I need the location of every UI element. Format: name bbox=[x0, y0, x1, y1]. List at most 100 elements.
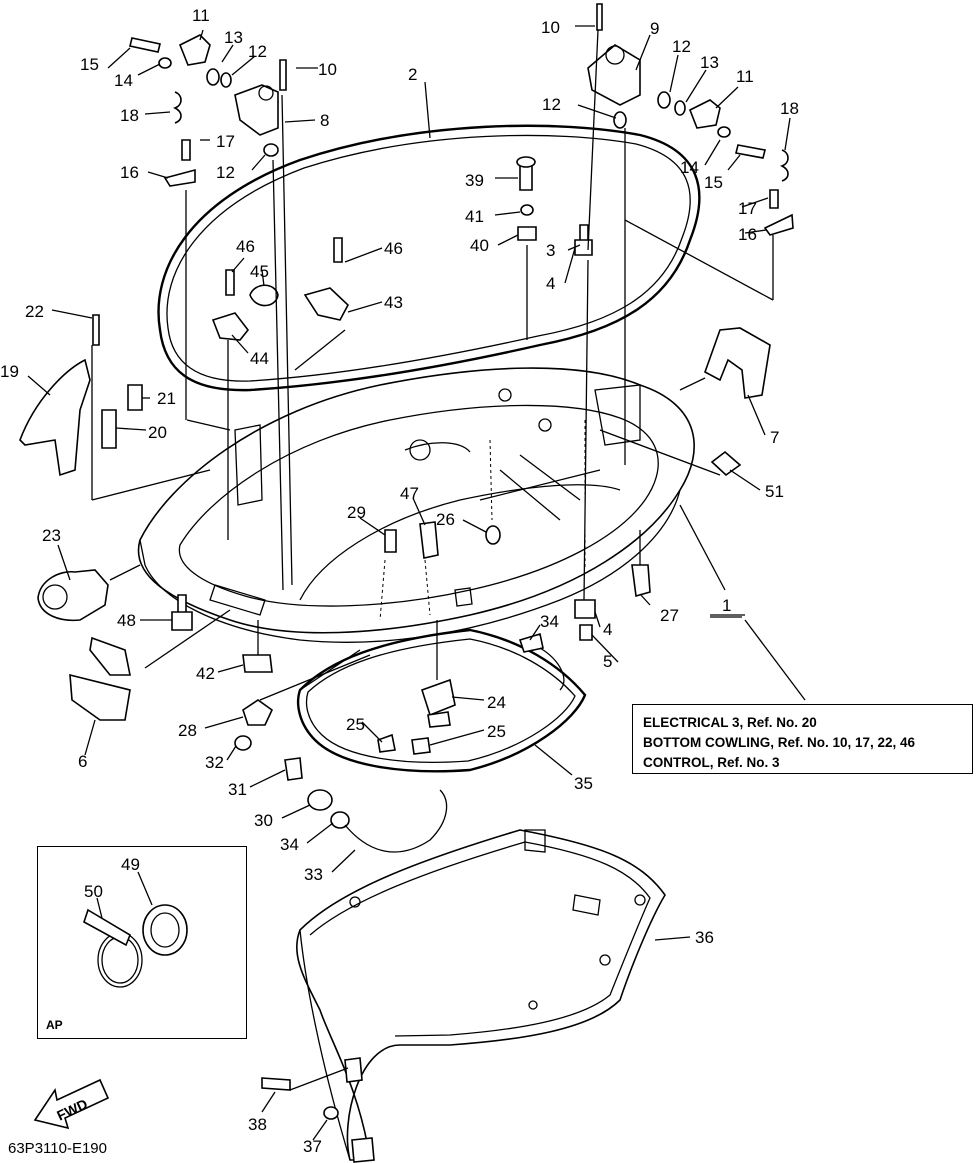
callout-16: 16 bbox=[120, 163, 139, 182]
bolt-39 bbox=[519, 164, 533, 191]
callout-9: 9 bbox=[650, 19, 659, 38]
bottom-cowling-1 bbox=[137, 367, 695, 634]
holder-44 bbox=[211, 312, 250, 341]
clip-11-left bbox=[178, 34, 211, 66]
handle-7 bbox=[704, 327, 771, 399]
connector-23 bbox=[37, 569, 109, 622]
nut-30 bbox=[307, 789, 333, 811]
callout-48: 48 bbox=[117, 611, 136, 630]
callout-4: 4 bbox=[546, 274, 555, 293]
cowling-seal-2 bbox=[157, 124, 701, 392]
callout-11: 11 bbox=[736, 67, 754, 86]
clip-11-right bbox=[688, 99, 721, 129]
callout-12: 12 bbox=[542, 95, 561, 114]
fwd-arrow-icon bbox=[33, 1078, 110, 1130]
callout-20: 20 bbox=[148, 423, 167, 442]
fitting-31 bbox=[284, 757, 303, 781]
callout-13: 13 bbox=[224, 28, 243, 47]
callout-28: 28 bbox=[178, 721, 197, 740]
callout-42: 42 bbox=[196, 664, 215, 683]
grommet-42 bbox=[242, 654, 273, 673]
callout-40: 40 bbox=[470, 236, 489, 255]
callout-45: 45 bbox=[250, 262, 269, 281]
spring-18-left bbox=[173, 91, 182, 124]
plate-16-left bbox=[163, 168, 196, 187]
callout-34: 34 bbox=[280, 835, 299, 854]
callout-5: 5 bbox=[603, 652, 612, 671]
callout-50: 50 bbox=[84, 882, 103, 901]
clip-45 bbox=[249, 284, 279, 307]
spring-18-right bbox=[780, 149, 789, 182]
clip-21 bbox=[127, 384, 143, 411]
grommet-4-top bbox=[574, 239, 593, 256]
clip-25-left bbox=[377, 733, 396, 753]
callout-37: 37 bbox=[303, 1137, 322, 1156]
clip-25-right bbox=[411, 737, 431, 755]
callout-2: 2 bbox=[408, 65, 417, 84]
grommet-24 bbox=[421, 678, 456, 717]
callout-15: 15 bbox=[80, 55, 99, 74]
bracket-8 bbox=[234, 84, 279, 136]
leader-lines bbox=[27, 25, 806, 1141]
callout-11: 11 bbox=[192, 6, 210, 25]
callout-47: 47 bbox=[400, 484, 419, 503]
callout-18: 18 bbox=[120, 106, 139, 125]
cover-19 bbox=[19, 358, 91, 477]
reference-line-1: ELECTRICAL 3, Ref. No. 20 bbox=[643, 715, 817, 730]
callout-30: 30 bbox=[254, 811, 273, 830]
washer-14-left bbox=[158, 57, 172, 69]
callout-29: 29 bbox=[347, 503, 366, 522]
callout-8: 8 bbox=[320, 111, 329, 130]
screw-29 bbox=[384, 529, 397, 553]
bolt-15-right bbox=[735, 144, 766, 159]
cover-6 bbox=[69, 673, 131, 721]
reference-box: ELECTRICAL 3, Ref. No. 20 BOTTOM COWLING… bbox=[632, 704, 973, 774]
hose-33 bbox=[344, 789, 448, 853]
callout-44: 44 bbox=[250, 349, 269, 368]
reference-line-3: CONTROL, Ref. No. 3 bbox=[643, 755, 780, 770]
callout-36: 36 bbox=[695, 928, 714, 947]
callout-17: 17 bbox=[738, 199, 757, 218]
bolt-48 bbox=[171, 611, 193, 631]
callout-14: 14 bbox=[114, 71, 133, 90]
callout-13: 13 bbox=[700, 53, 719, 72]
callout-12: 12 bbox=[216, 163, 235, 182]
callout-34: 34 bbox=[540, 612, 559, 631]
callout-23: 23 bbox=[42, 526, 61, 545]
callout-43: 43 bbox=[384, 293, 403, 312]
bolt-15-left bbox=[129, 37, 161, 53]
callout-17: 17 bbox=[216, 132, 235, 151]
gasket-35 bbox=[296, 628, 587, 773]
bracket-9 bbox=[587, 44, 641, 106]
callout-6: 6 bbox=[78, 752, 87, 771]
bolt-46-left bbox=[225, 269, 235, 296]
callout-1: 1 bbox=[722, 596, 731, 615]
collar-41 bbox=[520, 204, 534, 216]
callout-26: 26 bbox=[436, 510, 455, 529]
callout-27: 27 bbox=[660, 606, 679, 625]
ap-inset-label: AP bbox=[46, 1018, 63, 1032]
collar-5 bbox=[579, 624, 593, 641]
nut-37 bbox=[323, 1106, 339, 1120]
callout-32: 32 bbox=[205, 753, 224, 772]
callout-14: 14 bbox=[680, 158, 699, 177]
sleeve-49 bbox=[142, 904, 188, 956]
callout-12: 12 bbox=[248, 42, 267, 61]
grommet-4-bottom bbox=[574, 599, 596, 619]
clip-20 bbox=[101, 409, 117, 449]
callout-15: 15 bbox=[704, 173, 723, 192]
callout-46: 46 bbox=[236, 237, 255, 256]
callout-19: 19 bbox=[0, 362, 19, 381]
callout-10: 10 bbox=[318, 60, 337, 79]
callout-16: 16 bbox=[738, 225, 757, 244]
callout-46: 46 bbox=[384, 239, 403, 258]
ap-inset-drawing bbox=[83, 871, 188, 988]
callout-41: 41 bbox=[465, 207, 484, 226]
callout-10: 10 bbox=[541, 18, 560, 37]
reference-line-2: BOTTOM COWLING, Ref. No. 10, 17, 22, 46 bbox=[643, 735, 916, 750]
callout-4: 4 bbox=[603, 620, 612, 639]
label-51 bbox=[710, 450, 742, 477]
callout-25: 25 bbox=[487, 722, 506, 741]
holder-28 bbox=[242, 699, 274, 726]
